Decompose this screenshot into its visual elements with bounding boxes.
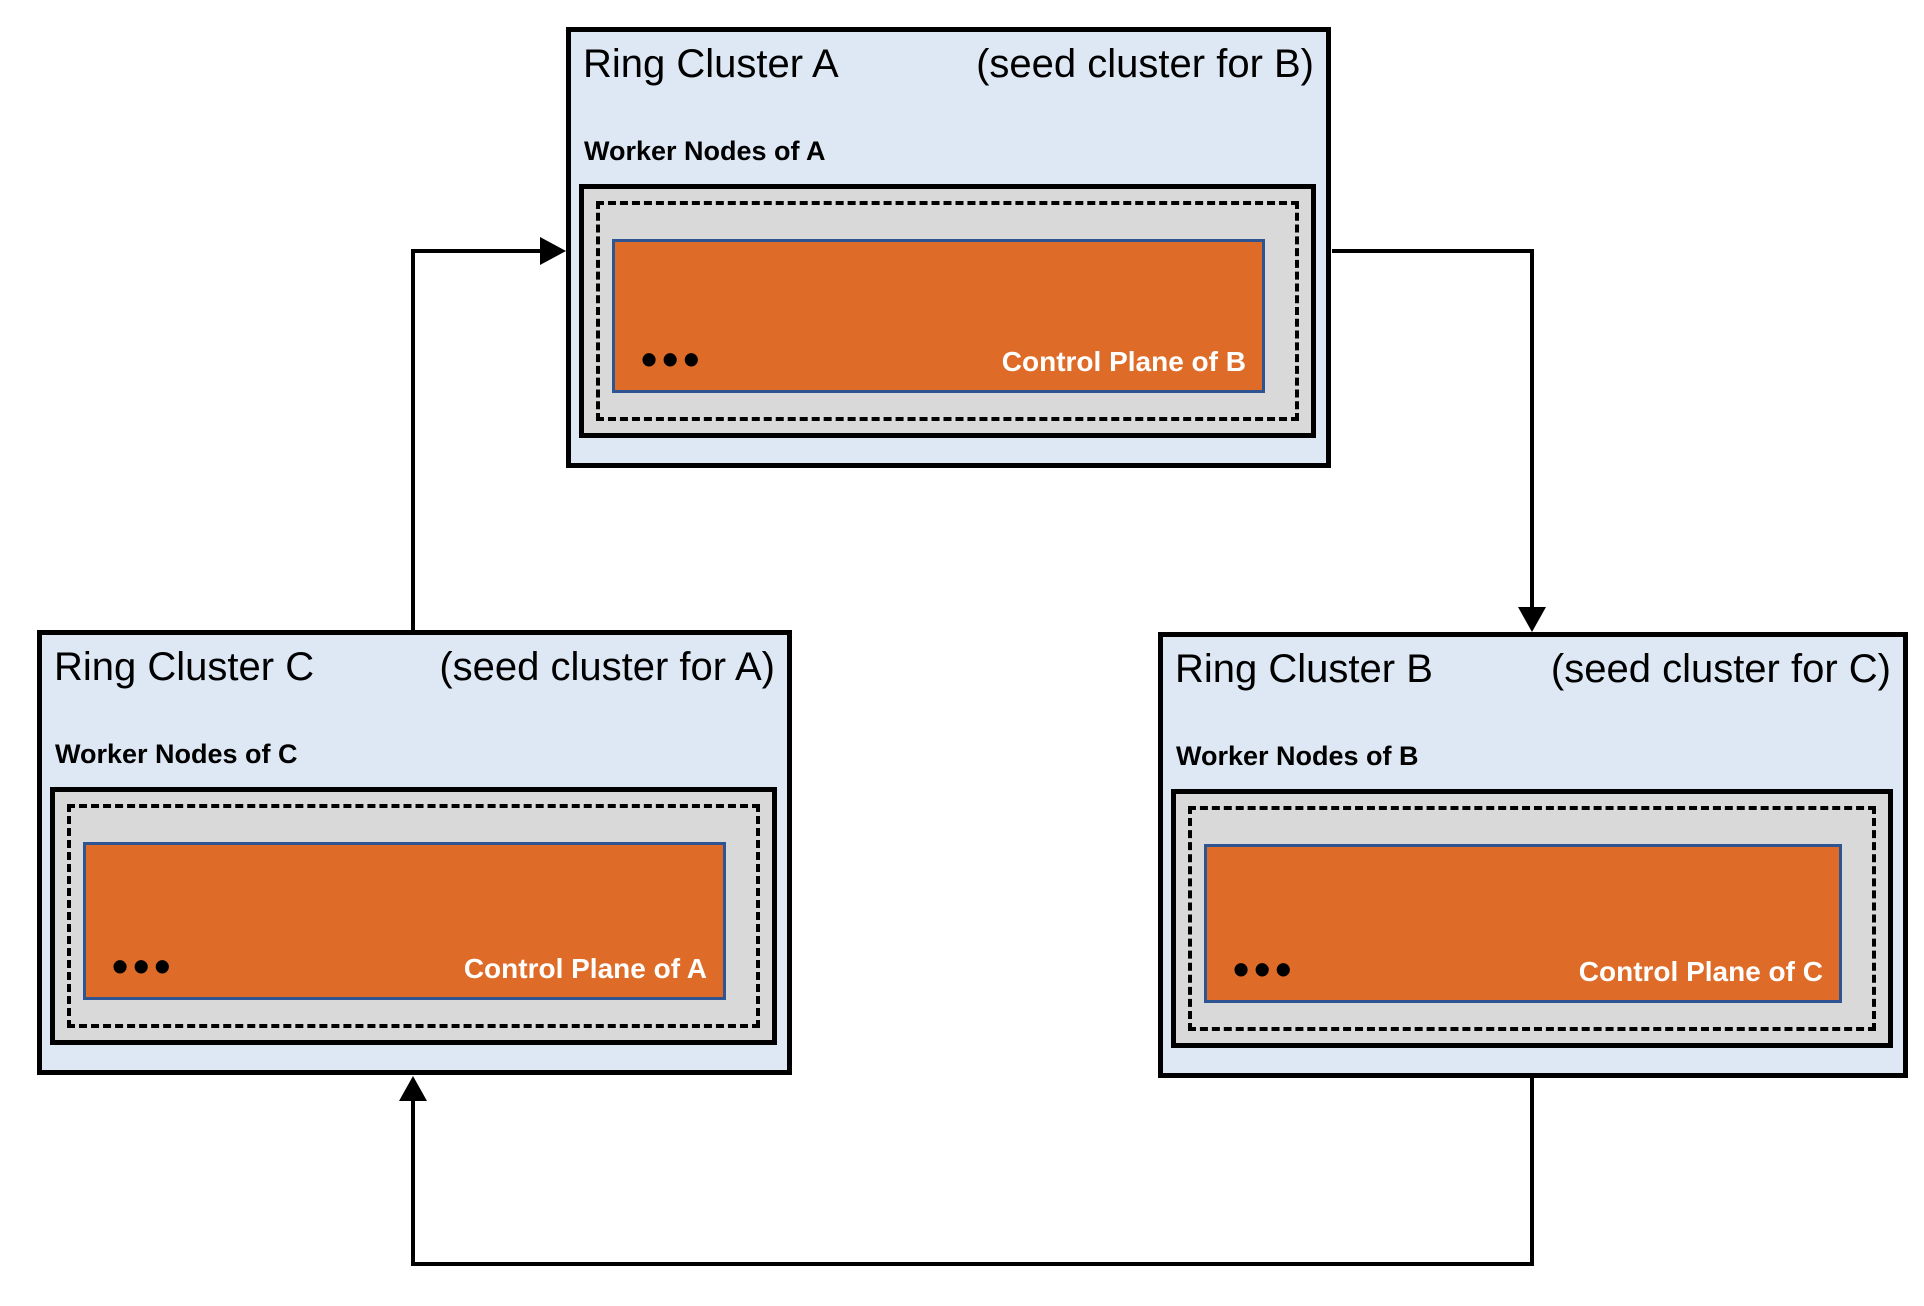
cluster-c-control-plane-box: ••• Control Plane of A [83,842,726,1000]
cluster-ring-b: Ring Cluster B (seed cluster for C) Work… [1158,632,1908,1078]
cluster-c-title-row: Ring Cluster C (seed cluster for A) [42,635,787,690]
ellipsis-dots: ••• [641,333,705,385]
cluster-b-control-plane-label: Control Plane of C [1578,956,1823,987]
cluster-a-worker-nodes-box: ••• Control Plane of B [579,184,1316,438]
cluster-a-dashed-boundary: ••• Control Plane of B [596,201,1299,421]
cluster-a-control-plane-box: ••• Control Plane of B [612,239,1265,393]
cluster-b-title-row: Ring Cluster B (seed cluster for C) [1163,637,1903,692]
cluster-c-control-plane-label: Control Plane of A [463,953,707,984]
arrow-b-to-c [399,1076,1534,1266]
arrow-a-to-b [1332,249,1546,632]
cluster-c-title: Ring Cluster C [54,645,315,689]
cluster-ring-c: Ring Cluster C (seed cluster for A) Work… [37,630,792,1075]
ellipsis-dots: ••• [1233,943,1297,995]
cluster-b-dashed-boundary: ••• Control Plane of C [1188,806,1876,1031]
cluster-a-worker-nodes-label: Worker Nodes of A [584,136,826,166]
cluster-a-title: Ring Cluster A [583,42,839,86]
cluster-a-title-row: Ring Cluster A (seed cluster for B) [571,32,1326,87]
cluster-c-worker-nodes-label: Worker Nodes of C [55,739,298,769]
cluster-c-dashed-boundary: ••• Control Plane of A [67,804,760,1028]
ellipsis-dots: ••• [112,940,176,992]
cluster-b-worker-nodes-box: ••• Control Plane of C [1171,789,1893,1048]
cluster-b-worker-nodes-label: Worker Nodes of B [1176,741,1419,771]
cluster-b-control-plane-box: ••• Control Plane of C [1204,844,1842,1003]
arrow-c-to-a [411,237,566,631]
cluster-c-seed-note: (seed cluster for A) [439,645,775,689]
cluster-c-worker-nodes-box: ••• Control Plane of A [50,787,777,1045]
cluster-ring-a: Ring Cluster A (seed cluster for B) Work… [566,27,1331,468]
cluster-a-seed-note: (seed cluster for B) [976,42,1314,86]
cluster-a-control-plane-label: Control Plane of B [1001,346,1246,377]
cluster-b-title: Ring Cluster B [1175,647,1433,691]
cluster-b-seed-note: (seed cluster for C) [1550,647,1891,691]
